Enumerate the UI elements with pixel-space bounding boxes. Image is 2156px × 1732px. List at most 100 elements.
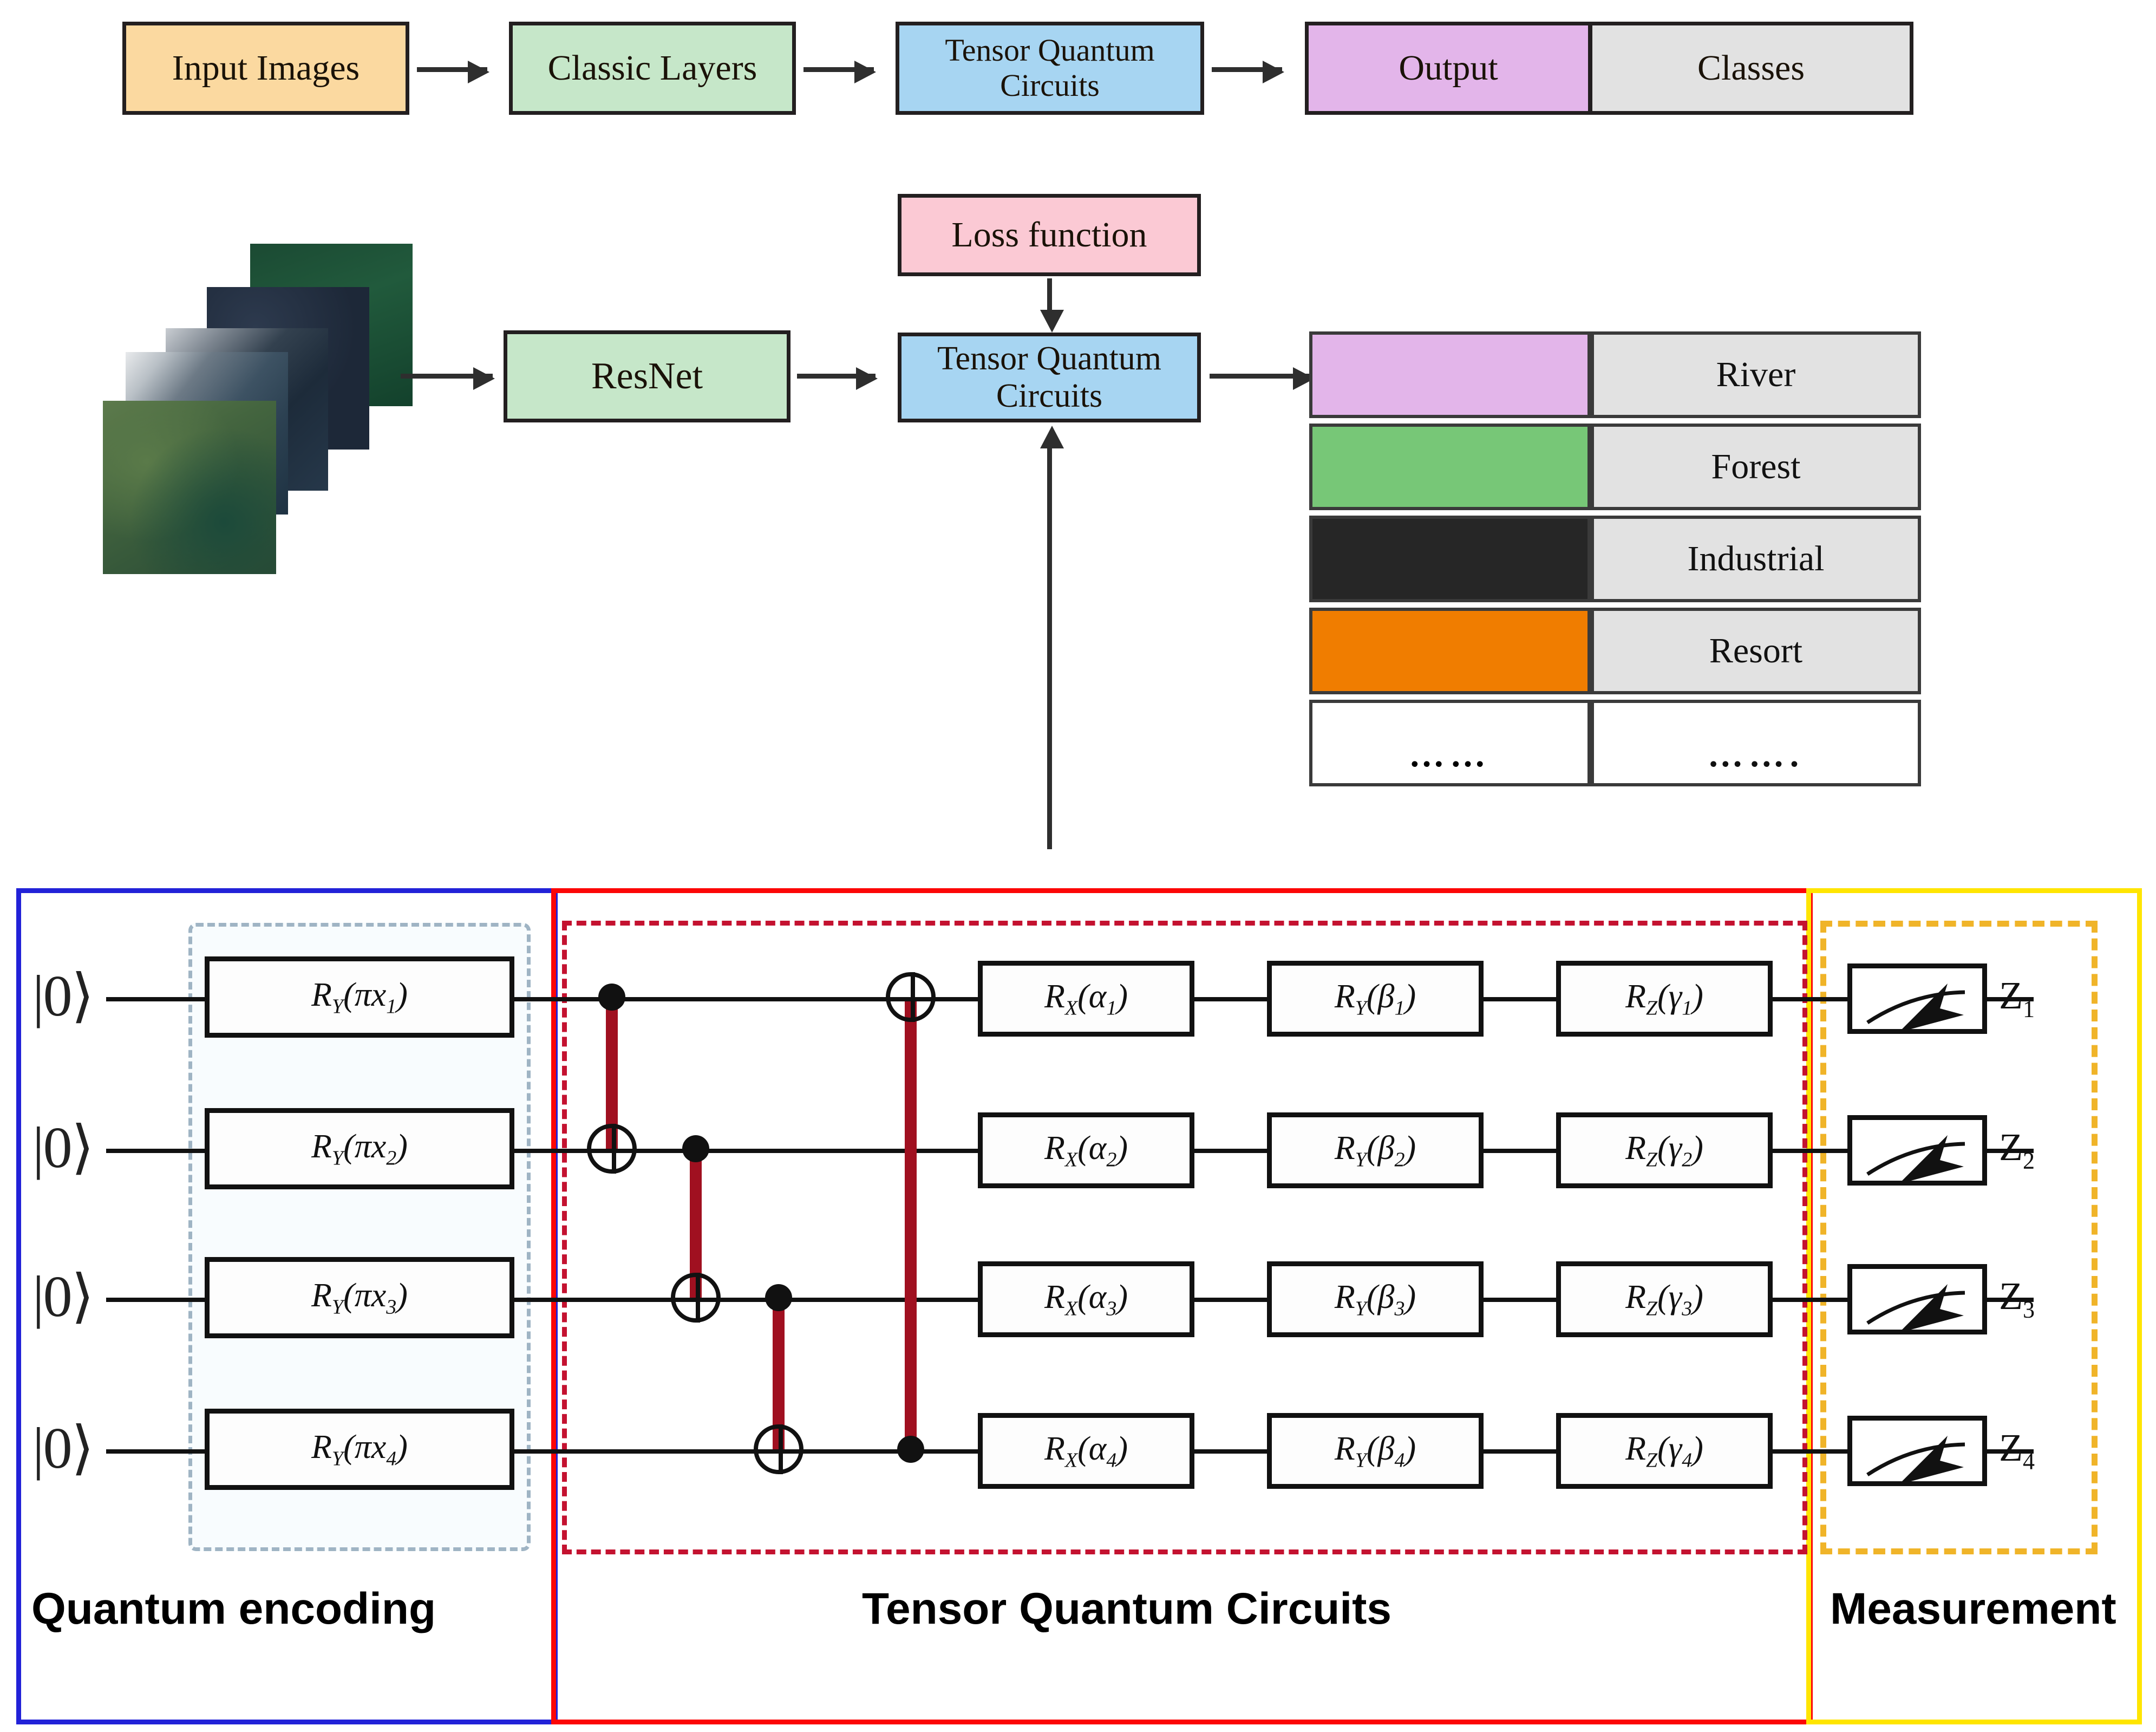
class-label-more: ……. — [1591, 700, 1921, 786]
flow-box-input-images-label: Input Images — [172, 48, 360, 88]
flow-box-loss-function-label: Loss function — [951, 215, 1147, 255]
class-swatch-resort — [1309, 608, 1591, 694]
arrow-tqc-to-classes — [1210, 367, 1315, 390]
gate-rz-qubit-2[interactable]: RZ(γ2) — [1556, 1112, 1773, 1188]
cnot-link-3 — [773, 1300, 785, 1449]
gate-rz-qubit-4[interactable]: RZ(γ4) — [1556, 1413, 1773, 1489]
gate-encode-ry-qubit-4-label: RY(πx4) — [311, 1428, 408, 1470]
class-label-resort: Resort — [1591, 608, 1921, 694]
flow-box-classic-layers[interactable]: Classic Layers — [509, 22, 796, 115]
gate-encode-ry-qubit-1-label: RY(πx1) — [311, 976, 408, 1018]
gate-rz-qubit-4-label: RZ(γ4) — [1625, 1430, 1703, 1472]
gate-ry-qubit-4[interactable]: RY(β4) — [1267, 1413, 1484, 1489]
gate-rx-qubit-1[interactable]: RX(α1) — [978, 961, 1194, 1037]
gate-encode-ry-qubit-2[interactable]: RY(πx2) — [205, 1108, 514, 1189]
class-legend-row-river[interactable]: River — [1309, 331, 1921, 418]
cnot-control-dot-2[interactable] — [682, 1135, 709, 1162]
gate-rx-qubit-4[interactable]: RX(α4) — [978, 1413, 1194, 1489]
gate-rx-qubit-2[interactable]: RX(α2) — [978, 1112, 1194, 1188]
measurement-gauge-qubit-4[interactable] — [1847, 1416, 1987, 1486]
measurement-gauge-qubit-2[interactable] — [1847, 1115, 1987, 1186]
dashed-frame-tqc — [562, 921, 1807, 1554]
measurement-label-z1: Z1 — [1999, 974, 2035, 1023]
arrow-loss-to-tqc — [1040, 278, 1064, 333]
satellite-thumb-1 — [103, 401, 276, 574]
gate-rz-qubit-3-label: RZ(γ3) — [1625, 1278, 1703, 1320]
class-legend-row-industrial[interactable]: Industrial — [1309, 516, 1921, 602]
flow-box-classes[interactable]: Classes — [1589, 22, 1913, 115]
ket-label-qubit-1: |0⟩ — [32, 964, 94, 1028]
gate-ry-qubit-4-label: RY(β4) — [1334, 1430, 1416, 1472]
cnot-target-xor-3[interactable] — [754, 1424, 803, 1474]
ket-label-qubit-3: |0⟩ — [32, 1265, 94, 1329]
cnot-target-xor-4[interactable] — [886, 972, 936, 1022]
arrow-resnet-to-tqc — [797, 367, 878, 390]
cnot-control-dot-3[interactable] — [765, 1284, 792, 1311]
class-legend-row-resort[interactable]: Resort — [1309, 608, 1921, 694]
ket-label-qubit-4: |0⟩ — [32, 1416, 94, 1481]
gauge-needle-icon-4 — [1866, 1436, 1965, 1481]
class-swatch-forest — [1309, 424, 1591, 510]
flow-box-loss-function[interactable]: Loss function — [898, 194, 1201, 276]
section-title-quantum-encoding: Quantum encoding — [31, 1584, 436, 1633]
cnot-target-xor-2[interactable] — [671, 1273, 721, 1323]
ket-label-qubit-2: |0⟩ — [32, 1116, 94, 1180]
gate-encode-ry-qubit-3-label: RY(πx3) — [311, 1277, 408, 1319]
flow-box-classes-label: Classes — [1697, 48, 1805, 88]
measurement-label-z2: Z2 — [1999, 1125, 2035, 1174]
flow-box-tensor-quantum-circuits-main[interactable]: Tensor Quantum Circuits — [898, 333, 1201, 422]
section-title-measurement: Measurement — [1830, 1584, 2116, 1633]
arrow-circuit-to-tqc — [1040, 426, 1064, 849]
gate-rx-qubit-3[interactable]: RX(α3) — [978, 1261, 1194, 1337]
gate-rx-qubit-4-label: RX(α4) — [1044, 1430, 1128, 1472]
flow-box-input-images[interactable]: Input Images — [122, 22, 409, 115]
gate-rx-qubit-2-label: RX(α2) — [1044, 1129, 1128, 1171]
gate-rx-qubit-1-label: RX(α1) — [1044, 978, 1128, 1020]
gate-ry-qubit-2-label: RY(β2) — [1334, 1129, 1416, 1171]
class-label-river: River — [1591, 331, 1921, 418]
flow-box-resnet-label: ResNet — [591, 355, 703, 397]
cnot-control-dot-4[interactable] — [897, 1436, 924, 1463]
gate-encode-ry-qubit-3[interactable]: RY(πx3) — [205, 1257, 514, 1338]
gate-ry-qubit-1[interactable]: RY(β1) — [1267, 961, 1484, 1037]
gate-rz-qubit-1[interactable]: RZ(γ1) — [1556, 961, 1773, 1037]
gauge-needle-icon-3 — [1866, 1284, 1965, 1330]
gate-encode-ry-qubit-1[interactable]: RY(πx1) — [205, 956, 514, 1038]
cnot-link-4 — [905, 999, 917, 1449]
gate-rz-qubit-1-label: RZ(γ1) — [1625, 978, 1703, 1020]
class-swatch-river — [1309, 331, 1591, 418]
class-swatch-more-ellipsis: …… — [1409, 735, 1491, 774]
flow-box-resnet[interactable]: ResNet — [504, 330, 790, 422]
gate-encode-ry-qubit-4[interactable]: RY(πx4) — [205, 1409, 514, 1490]
flow-box-tqc-top-label: Tensor Quantum Circuits — [945, 32, 1155, 103]
arrow-classic-to-tqc — [803, 61, 876, 83]
cnot-control-dot-1[interactable] — [598, 984, 625, 1011]
gate-rz-qubit-2-label: RZ(γ2) — [1625, 1129, 1703, 1171]
gate-ry-qubit-1-label: RY(β1) — [1334, 978, 1416, 1020]
arrow-images-to-resnet — [401, 367, 495, 390]
measurement-label-z4: Z4 — [1999, 1426, 2035, 1475]
class-legend-row-more[interactable]: …… ……. — [1309, 700, 1921, 786]
gauge-needle-icon-2 — [1866, 1135, 1965, 1181]
flow-box-tensor-quantum-circuits-top[interactable]: Tensor Quantum Circuits — [896, 22, 1204, 115]
dashed-frame-measurement — [1820, 921, 2098, 1554]
cnot-link-2 — [690, 1151, 702, 1298]
gate-rx-qubit-3-label: RX(α3) — [1044, 1278, 1128, 1320]
flow-box-tqc-main-label: Tensor Quantum Circuits — [937, 340, 1162, 414]
gate-ry-qubit-3[interactable]: RY(β3) — [1267, 1261, 1484, 1337]
measurement-label-z3: Z3 — [1999, 1274, 2035, 1323]
class-legend-row-forest[interactable]: Forest — [1309, 424, 1921, 510]
cnot-target-xor-1[interactable] — [587, 1124, 637, 1174]
section-title-tensor-quantum-circuits: Tensor Quantum Circuits — [862, 1584, 1392, 1633]
measurement-gauge-qubit-1[interactable] — [1847, 963, 1987, 1034]
quantum-circuit-diagram: |0⟩ |0⟩ |0⟩ |0⟩ RY(πx1) RY(πx2) RY(πx3) … — [0, 885, 2156, 1732]
flow-box-classic-layers-label: Classic Layers — [547, 48, 757, 88]
class-swatch-more: …… — [1309, 700, 1591, 786]
gate-ry-qubit-2[interactable]: RY(β2) — [1267, 1112, 1484, 1188]
class-swatch-industrial — [1309, 516, 1591, 602]
measurement-gauge-qubit-3[interactable] — [1847, 1264, 1987, 1334]
gate-rz-qubit-3[interactable]: RZ(γ3) — [1556, 1261, 1773, 1337]
flow-box-output[interactable]: Output — [1305, 22, 1592, 115]
gate-encode-ry-qubit-2-label: RY(πx2) — [311, 1128, 408, 1170]
class-label-forest: Forest — [1591, 424, 1921, 510]
